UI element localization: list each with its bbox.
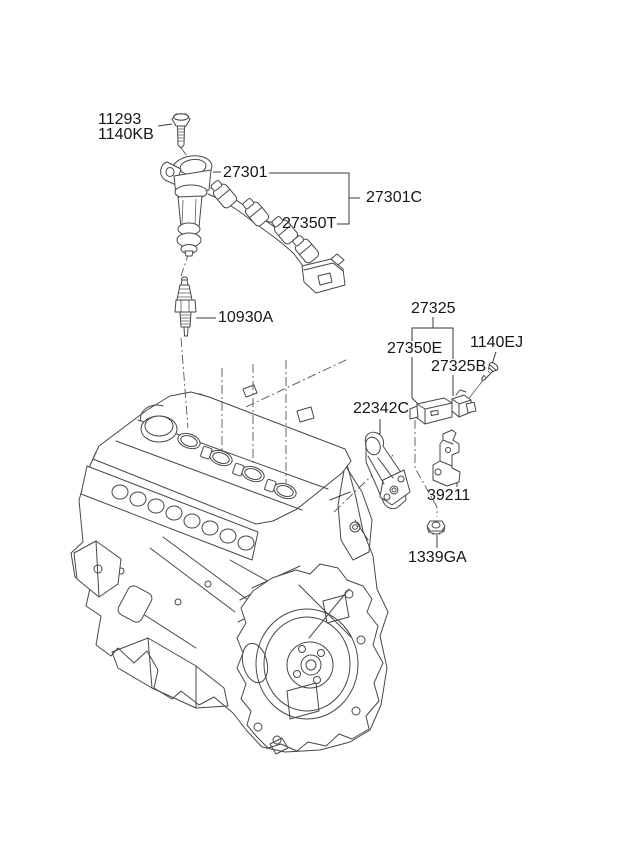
flange-nut-drawing xyxy=(426,520,446,536)
part-label-22342C[interactable]: 22342C xyxy=(353,400,410,417)
part-label-11293[interactable]: 11293 xyxy=(98,111,142,128)
part-label-1339GA[interactable]: 1339GA xyxy=(408,549,467,566)
part-label-10930A[interactable]: 10930A xyxy=(218,309,274,326)
part-label-27301[interactable]: 27301 xyxy=(223,164,268,181)
mounting-bracket-drawing xyxy=(432,429,461,487)
part-label-1140KB[interactable]: 1140KB xyxy=(98,126,154,143)
spark-plug-wire-set-drawing xyxy=(207,180,346,294)
part-label-27325B[interactable]: 27325B xyxy=(429,358,489,375)
engine-assembly-drawing xyxy=(70,384,389,755)
flange-bolt-drawing xyxy=(171,113,191,149)
part-label-27350E[interactable]: 27350E xyxy=(385,340,445,357)
ignition-coil-drawing xyxy=(160,155,213,257)
part-label-27350T[interactable]: 27350T xyxy=(282,215,337,232)
spark-plug-holes xyxy=(177,432,297,500)
part-label-1140EJ[interactable]: 1140EJ xyxy=(470,334,524,351)
bracket-strap-drawing xyxy=(364,431,411,510)
spark-plug-drawing xyxy=(174,276,197,337)
part-label-27325[interactable]: 27325 xyxy=(411,300,456,317)
part-label-39211[interactable]: 39211 xyxy=(427,487,471,504)
condenser-assembly-drawing xyxy=(409,389,477,425)
part-label-27301C[interactable]: 27301C xyxy=(366,189,423,206)
